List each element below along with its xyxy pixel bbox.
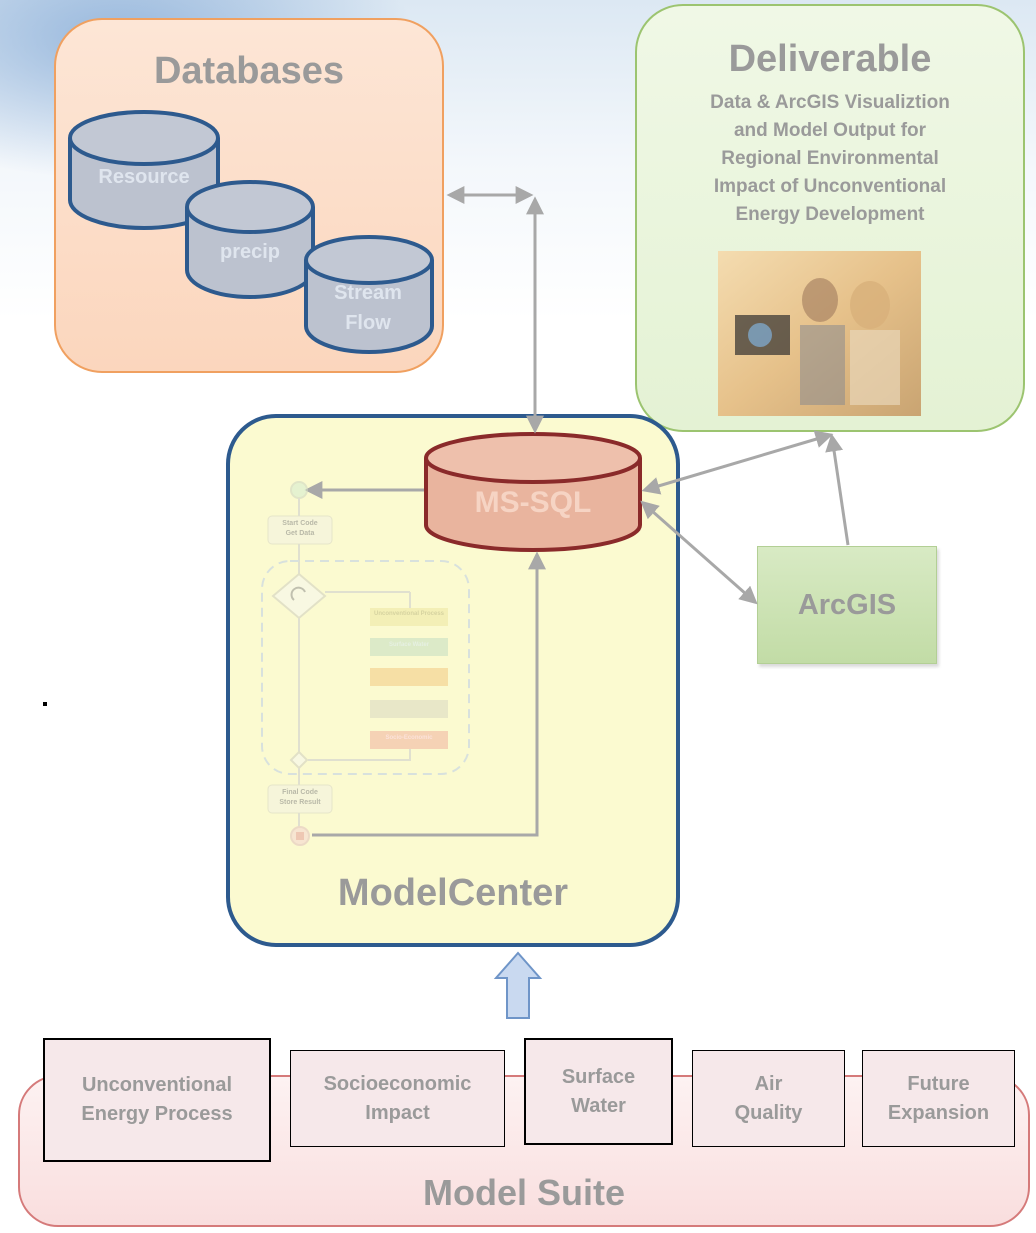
deliverable-line: and Model Output for xyxy=(733,120,927,141)
workflow-diagram xyxy=(261,481,470,846)
workflow-text: Get Data xyxy=(285,530,315,537)
modelcenter-title: ModelCenter xyxy=(337,872,569,914)
module-line: Surface xyxy=(561,1065,636,1088)
deliverable-description: Data & ArcGIS Visualiztion and Model Out… xyxy=(650,89,1010,229)
connectors xyxy=(304,186,850,837)
cylinder-label-streamflow: Stream Flow xyxy=(334,282,402,334)
module-unconventional-energy xyxy=(43,702,47,706)
deliverable-photo xyxy=(718,251,921,416)
up-arrow-icon xyxy=(493,951,543,1019)
deliverable-line: Regional Environmental xyxy=(721,148,939,169)
workflow-block-text: Unconventional Process xyxy=(373,611,445,617)
cylinder-label-precip: precip xyxy=(219,241,281,263)
workflow-start-label: Start Code Get Data xyxy=(268,519,332,539)
module-line: Air xyxy=(754,1072,783,1095)
workflow-text: Store Result xyxy=(279,799,321,806)
module-line: Impact xyxy=(365,1101,430,1124)
mssql-label: MS-SQL xyxy=(474,486,592,519)
workflow-final-label: Final Code Store Result xyxy=(268,788,332,808)
deliverable-line: Energy Development xyxy=(735,204,925,225)
databases-title: Databases xyxy=(153,50,345,92)
module-line: Expansion xyxy=(887,1101,990,1124)
arcgis-box xyxy=(757,546,937,664)
cylinder-label-resource: Resource xyxy=(98,166,190,188)
workflow-block-text: Socio-Economic xyxy=(385,735,433,741)
deliverable-line: Impact of Unconventional xyxy=(713,176,947,197)
workflow-text: Final Code xyxy=(282,789,318,796)
workflow-text: Start Code xyxy=(282,520,318,527)
deliverable-title: Deliverable xyxy=(728,38,932,80)
module-line: Future xyxy=(907,1072,970,1095)
cylinder-mssql xyxy=(424,432,642,552)
cylinder-streamflow xyxy=(304,235,434,354)
arcgis-label: ArcGIS xyxy=(797,589,897,621)
module-line: Socioeconomic xyxy=(323,1072,472,1095)
module-line: Unconventional xyxy=(81,1074,232,1096)
workflow-block-text: Surface Water xyxy=(388,642,430,648)
module-line: Water xyxy=(571,1094,626,1117)
module-line: Energy Process xyxy=(81,1103,233,1125)
module-line: Quality xyxy=(734,1101,803,1124)
modelsuite-title: Model Suite xyxy=(422,1172,625,1213)
cylinder-precip xyxy=(185,180,315,299)
deliverable-line: Data & ArcGIS Visualiztion xyxy=(710,92,950,113)
